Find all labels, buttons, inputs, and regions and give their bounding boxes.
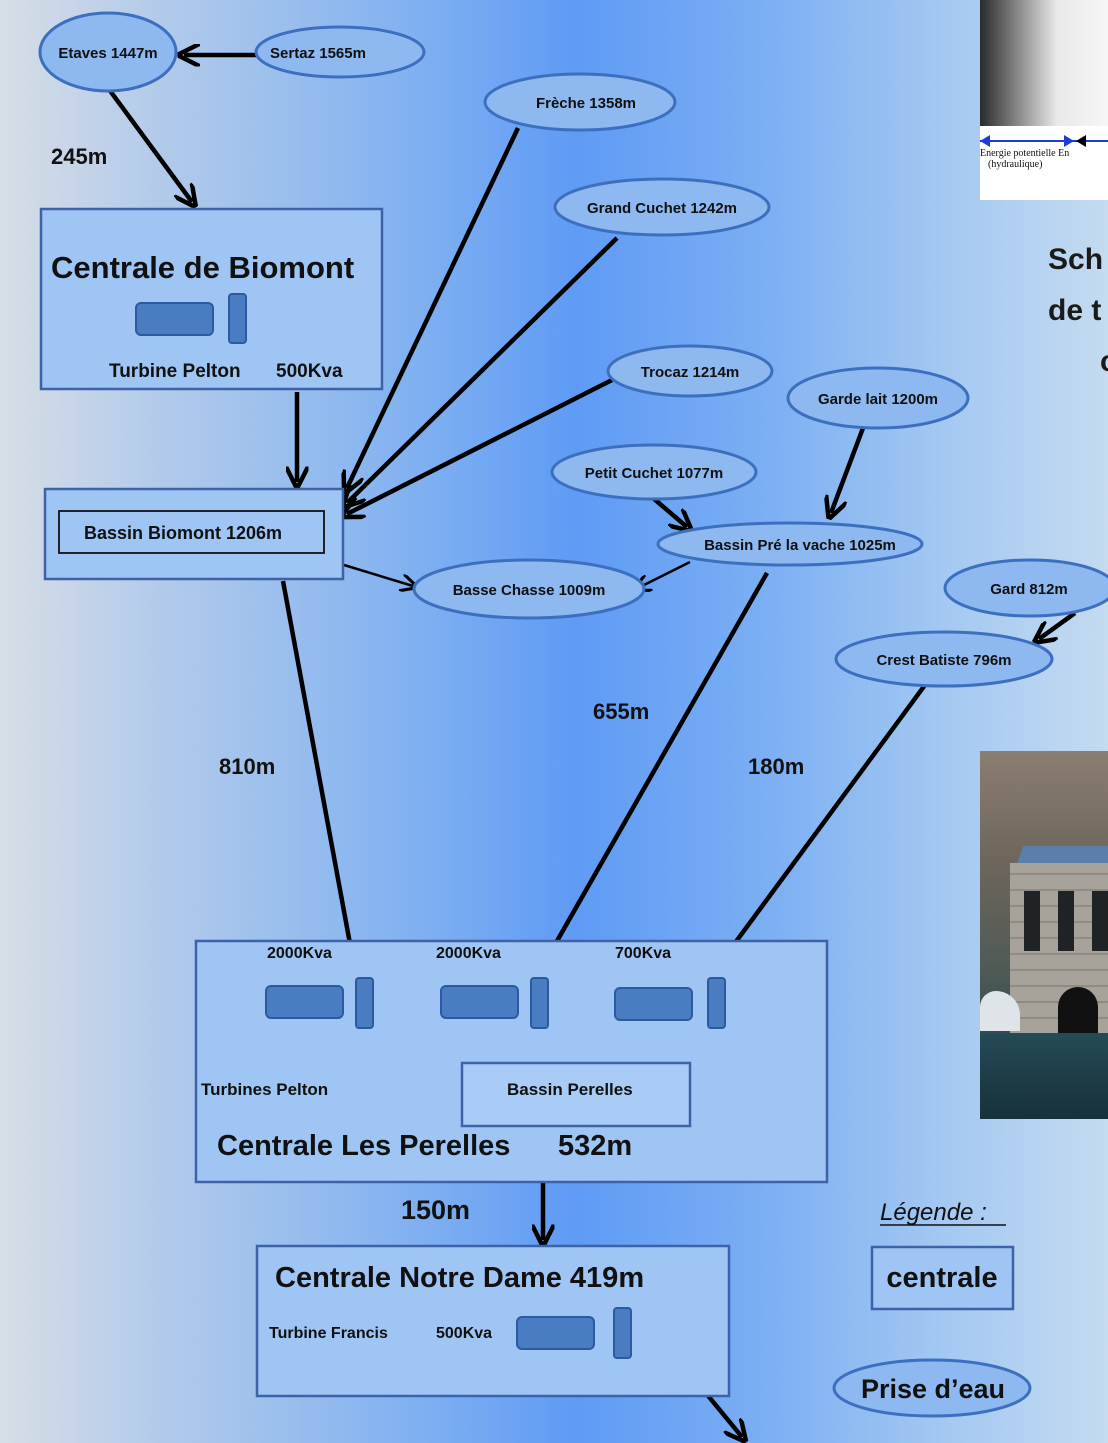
arrow-bassinbiomont-to-bassechasse [343,563,413,586]
bassin-perelles-label: Bassin Perelles [507,1080,633,1099]
biomont-turbine-type: Turbine Pelton [109,361,241,382]
centrale-biomont-title: Centrale de Biomont [51,250,354,285]
prise-garde-lait: Garde lait 1200m [786,366,970,430]
notre-dame-turbine-type: Turbine Francis [269,1325,388,1342]
prise-etaves-label: Etaves 1447m [58,45,157,62]
prise-grand-cuchet: Grand Cuchet 1242m [553,177,771,237]
turbine-notre-dame [613,1307,632,1359]
prise-petit-cuchet: Petit Cuchet 1077m [550,443,758,501]
centrale-biomont: Centrale de Biomont Turbine Pelton 500Kv… [39,207,384,391]
perelles-power-2: 2000Kva [436,945,501,962]
arrow-gardelait-to-bassin-pre [831,427,866,513]
prise-freche: Frèche 1358m [483,72,677,132]
prise-gard: Gard 812m [943,558,1108,618]
biomont-power: 500Kva [276,361,343,382]
power-plant-photo [980,751,1108,1119]
prise-grand-cuchet-label: Grand Cuchet 1242m [587,200,737,217]
energy-caption: Energie potentielle En (hydraulique) [980,148,1108,170]
legend-title: Légende : [880,1199,987,1226]
legend-prise-label: Prise d’eau [861,1374,1005,1404]
centrale-perelles: 2000Kva 2000Kva 700Kva Bassin Perelles T… [194,939,829,1184]
energy-axis-right-arrow-icon [1076,135,1086,147]
legend-prise-swatch [832,1358,1032,1418]
generator-perelles-2 [440,985,519,1019]
perelles-turbine-type: Turbines Pelton [201,1080,328,1099]
generator-biomont [135,302,214,336]
drop-150: 150m [401,1195,470,1225]
arrow-etaves-to-biomont [106,86,192,202]
plant-water-outlet-arch [1058,987,1098,1033]
prise-garde-lait-label: Garde lait 1200m [818,391,938,408]
energy-axis-left-arrow-icon [980,135,990,147]
prise-freche-label: Frèche 1358m [536,95,636,112]
prise-crest-batiste-label: Crest Batiste 796m [876,652,1011,669]
prise-sertaz-label: Sertaz 1565m [270,45,366,62]
energy-axis-mid-arrow-icon [1064,135,1074,147]
generator-perelles-3 [614,987,693,1021]
prise-bassin-pre-la-vache-label: Bassin Pré la vache 1025m [704,537,896,554]
arrow-pre-to-perelles-t2 [545,571,769,962]
legend: Légende : centrale Prise d’eau [832,1199,1032,1418]
turbine-biomont [228,293,247,344]
energy-axis [980,140,1108,142]
perelles-power-3: 700Kva [615,945,671,962]
prise-gard-label: Gard 812m [990,581,1068,598]
notre-dame-power: 500Kva [436,1325,492,1342]
energy-diagram-image: Energie potentielle En (hydraulique) [980,0,1108,200]
drop-180: 180m [748,754,804,779]
perelles-title: Centrale Les Perelles [217,1130,510,1162]
drop-245: 245m [51,144,107,169]
drop-655: 655m [593,699,649,724]
legend-centrale-label: centrale [886,1262,997,1294]
prise-trocaz: Trocaz 1214m [606,344,774,398]
side-title-line3: c [1100,345,1108,379]
arrow-petitcuchet-to-bassin-pre [651,496,687,527]
energy-caption-line1: Energie potentielle En [980,148,1070,159]
notre-dame-title: Centrale Notre Dame 419m [275,1262,644,1294]
plant-window [1058,891,1074,951]
arrow-gard-to-crest [1039,611,1077,639]
arrow-trocaz-to-bassin [347,377,614,514]
prise-sertaz: Sertaz 1565m [254,25,426,79]
plant-roof [1016,846,1108,864]
arrow-crest-to-perelles-t3 [721,683,927,962]
prise-bassin-pre-la-vache: Bassin Pré la vache 1025m [656,521,924,567]
prise-basse-chasse: Basse Chasse 1009m [412,558,646,620]
arrow-bassin-to-perelles-t1 [280,580,353,960]
bassin-biomont: Bassin Biomont 1206m [43,487,345,581]
bassin-perelles [460,1061,692,1128]
flow-arrows [106,55,1077,1437]
turbine-perelles-2 [530,977,549,1029]
plant-window [1024,891,1040,951]
side-title-line2: de t [1048,294,1102,327]
turbine-perelles-1 [355,977,374,1029]
generator-perelles-1 [265,985,344,1019]
plant-water [980,1033,1108,1119]
prise-crest-batiste: Crest Batiste 796m [834,630,1054,688]
arrow-grand-cuchet-to-bassin [347,236,619,503]
prise-trocaz-label: Trocaz 1214m [641,364,739,381]
arrow-freche-to-bassin [347,127,521,488]
perelles-power-1: 2000Kva [267,945,332,962]
legend-centrale-swatch [870,1245,1015,1311]
arrow-bassinpre-to-bassechasse [638,560,691,588]
bassin-biomont-label: Bassin Biomont 1206m [84,523,282,543]
energy-caption-line2: (hydraulique) [988,159,1043,170]
centrale-notre-dame: Centrale Notre Dame 419m Turbine Francis… [255,1244,731,1398]
turbine-perelles-3 [707,977,726,1029]
drop-810: 810m [219,754,275,779]
prise-etaves: Etaves 1447m [38,11,178,93]
prise-petit-cuchet-label: Petit Cuchet 1077m [585,465,723,482]
perelles-altitude: 532m [558,1130,632,1162]
generator-notre-dame [516,1316,595,1350]
side-title-line1: Sch [1048,243,1104,276]
plant-window [1092,891,1108,951]
energy-gradient [980,0,1108,126]
prise-basse-chasse-label: Basse Chasse 1009m [453,582,606,599]
plant-snow [980,991,1020,1031]
